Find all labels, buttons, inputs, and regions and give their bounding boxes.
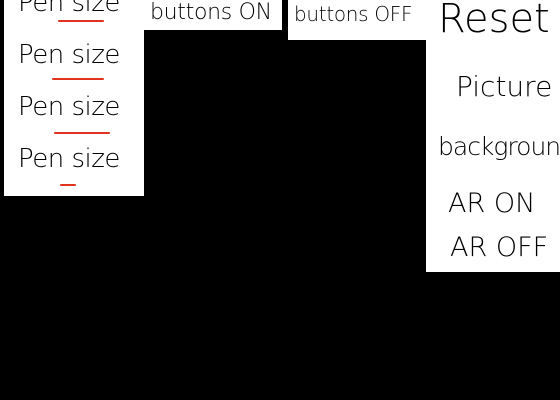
- ar-on-label: AR ON: [448, 188, 536, 219]
- pen-size-button-2[interactable]: Pen size: [14, 38, 134, 82]
- pen-size-label: Pen size: [18, 0, 120, 18]
- ar-off-button[interactable]: AR OFF: [426, 228, 560, 272]
- reset-label: Reset: [438, 0, 550, 42]
- pen-size-indicator: [52, 78, 104, 80]
- buttons-on-button[interactable]: buttons ON: [144, 0, 282, 30]
- pen-size-label: Pen size: [18, 144, 120, 174]
- buttons-on-label: buttons ON: [150, 0, 272, 25]
- pen-size-button-4[interactable]: Pen size: [14, 142, 134, 186]
- reset-button[interactable]: Reset: [426, 0, 560, 48]
- pen-size-button-1[interactable]: Pen size: [14, 0, 134, 30]
- pen-size-button-3[interactable]: Pen size: [14, 90, 134, 134]
- background-button[interactable]: background: [426, 126, 560, 178]
- picture-button[interactable]: Picture: [426, 62, 560, 114]
- ar-on-button[interactable]: AR ON: [426, 184, 560, 228]
- menu-panel: Reset Picture background AR ON AR OFF: [426, 0, 560, 272]
- buttons-off-panel: buttons OFF: [288, 0, 426, 40]
- picture-label: Picture: [456, 70, 553, 103]
- buttons-off-button[interactable]: buttons OFF: [288, 0, 426, 40]
- buttons-on-panel: buttons ON: [144, 0, 282, 30]
- pen-size-label: Pen size: [18, 40, 120, 70]
- buttons-off-label: buttons OFF: [294, 2, 413, 26]
- pen-size-indicator: [60, 184, 76, 186]
- pen-size-indicator: [54, 132, 110, 134]
- pen-size-panel: Pen size Pen size Pen size Pen size: [4, 0, 144, 196]
- pen-size-label: Pen size: [18, 92, 120, 122]
- background-label: background: [438, 132, 560, 161]
- pen-size-indicator: [58, 20, 104, 22]
- ar-off-label: AR OFF: [450, 232, 549, 263]
